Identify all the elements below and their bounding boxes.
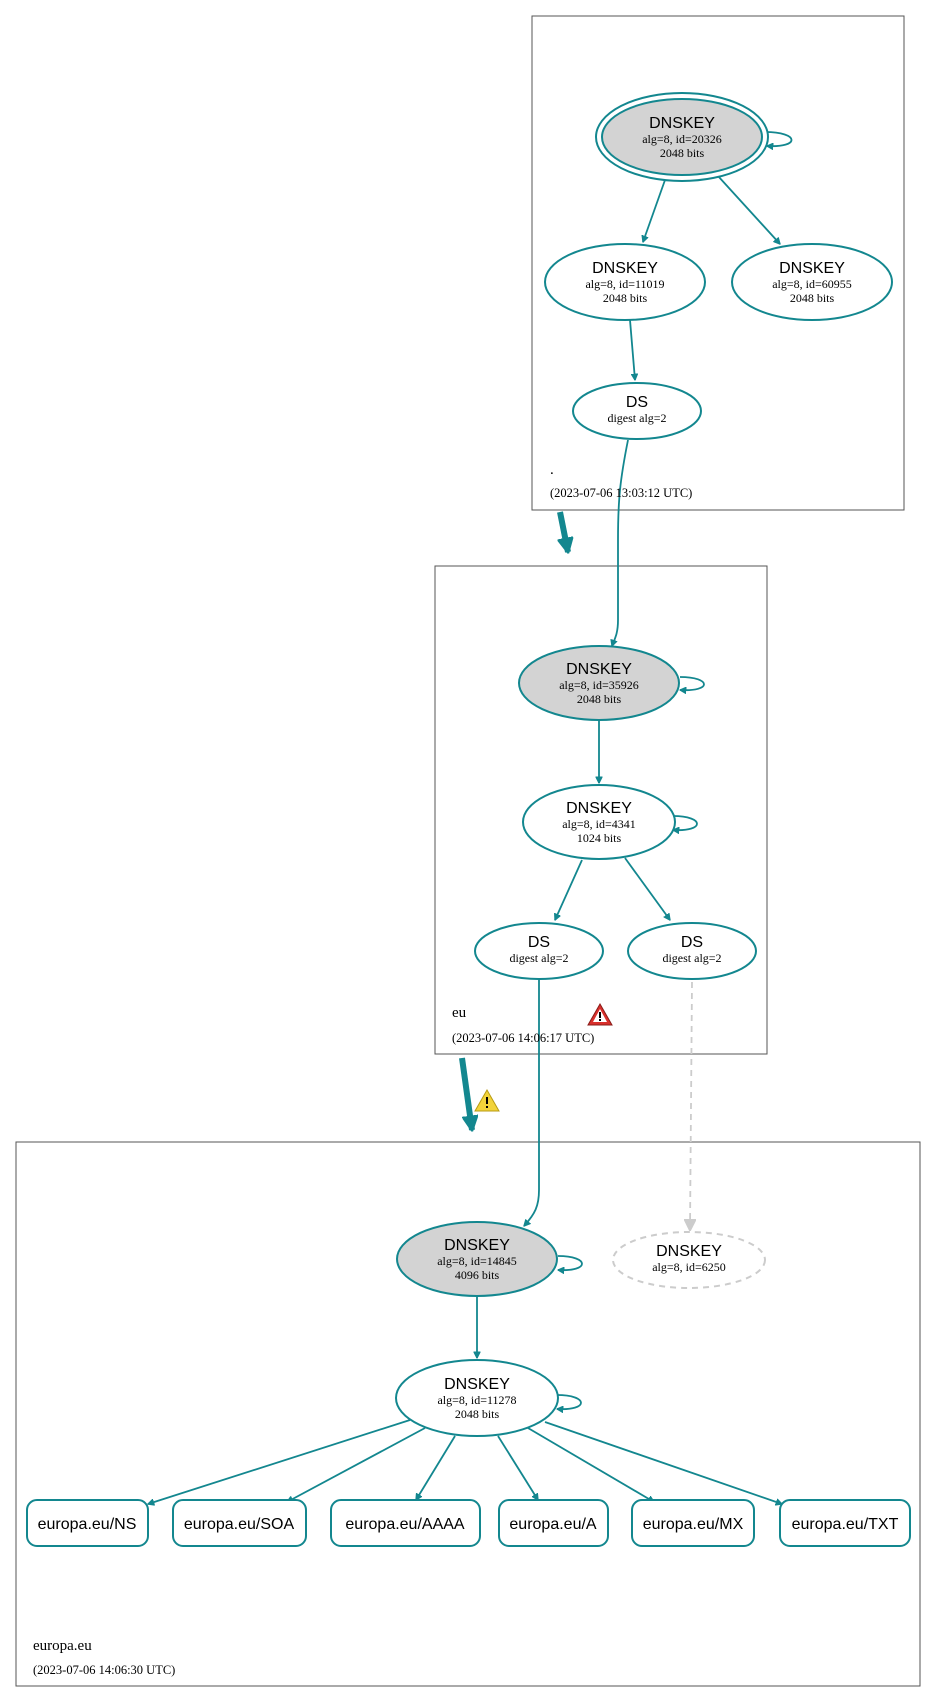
zone-eu-timestamp: (2023-07-06 14:06:17 UTC) — [452, 1031, 594, 1045]
node-detail: digest alg=2 — [607, 411, 666, 425]
edge-eu-ds2-to-missing-key — [690, 981, 692, 1230]
node-eu-ds2[interactable]: DS digest alg=2 — [627, 922, 757, 980]
node-detail: alg=8, id=6250 — [652, 1260, 726, 1274]
edge-zsk-to-aaaa — [416, 1435, 456, 1500]
node-title: DNSKEY — [444, 1376, 510, 1393]
self-edge-root-ksk — [764, 131, 793, 146]
rrset-label: europa.eu/SOA — [184, 1516, 295, 1533]
node-size: 2048 bits — [790, 291, 835, 305]
rrset-mx[interactable]: europa.eu/MX — [631, 1499, 755, 1547]
node-detail: alg=8, id=4341 — [562, 817, 636, 831]
node-root-ds[interactable]: DS digest alg=2 — [572, 382, 702, 440]
node-europa-zsk[interactable]: DNSKEY alg=8, id=11278 2048 bits — [395, 1359, 559, 1437]
zone-eu-name: eu — [452, 1005, 467, 1021]
delegation-root-to-eu — [557, 511, 568, 552]
edge-root-ds-to-eu-ksk — [612, 439, 629, 646]
rrset-label: europa.eu/MX — [643, 1516, 744, 1533]
rrset-a[interactable]: europa.eu/A — [498, 1499, 609, 1547]
node-size: 2048 bits — [577, 692, 622, 706]
node-title: DNSKEY — [566, 661, 632, 678]
node-size: 4096 bits — [455, 1268, 500, 1282]
node-title: DNSKEY — [649, 115, 715, 132]
edge-root-zsk1-to-ds — [629, 319, 635, 380]
error-icon[interactable] — [587, 1002, 613, 1026]
warning-icon[interactable] — [474, 1088, 500, 1112]
rrset-aaaa[interactable]: europa.eu/AAAA — [330, 1499, 481, 1547]
edge-root-ksk-to-zsk1 — [643, 179, 666, 242]
node-title: DNSKEY — [656, 1243, 722, 1260]
self-edge-eu-ksk — [680, 676, 705, 690]
node-size: 2048 bits — [455, 1407, 500, 1421]
node-detail: alg=8, id=11019 — [585, 277, 664, 291]
node-title: DNSKEY — [566, 800, 632, 817]
zone-root-timestamp: (2023-07-06 13:03:12 UTC) — [550, 486, 692, 500]
node-europa-missing-key[interactable]: DNSKEY alg=8, id=6250 — [612, 1231, 766, 1289]
self-edge-europa-ksk — [558, 1255, 583, 1270]
edge-root-ksk-to-zsk2 — [717, 175, 780, 244]
node-eu-zsk[interactable]: DNSKEY alg=8, id=4341 1024 bits — [522, 784, 676, 860]
edge-eu-zsk-to-ds1 — [555, 859, 583, 920]
zone-europa-timestamp: (2023-07-06 14:06:30 UTC) — [33, 1663, 175, 1677]
node-detail: alg=8, id=11278 — [437, 1393, 516, 1407]
edge-zsk-to-soa — [287, 1427, 426, 1503]
node-root-ksk[interactable]: DNSKEY alg=8, id=20326 2048 bits — [595, 92, 769, 182]
node-title: DNSKEY — [444, 1237, 510, 1254]
node-root-zsk1[interactable]: DNSKEY alg=8, id=11019 2048 bits — [544, 243, 706, 321]
rrset-label: europa.eu/AAAA — [345, 1516, 465, 1533]
node-detail: digest alg=2 — [662, 951, 721, 965]
edge-zsk-to-ns — [148, 1419, 411, 1504]
rrset-label: europa.eu/A — [509, 1516, 597, 1533]
zone-root-name: . — [550, 462, 554, 478]
node-title: DS — [528, 934, 550, 951]
rrset-txt[interactable]: europa.eu/TXT — [779, 1499, 911, 1547]
node-detail: alg=8, id=35926 — [559, 678, 639, 692]
node-title: DS — [626, 394, 648, 411]
edge-zsk-to-a — [497, 1435, 538, 1500]
edge-zsk-to-mx — [527, 1427, 654, 1503]
node-eu-ds1[interactable]: DS digest alg=2 — [474, 922, 604, 980]
rrset-label: europa.eu/NS — [38, 1516, 137, 1533]
node-detail: alg=8, id=20326 — [642, 132, 722, 146]
rrset-soa[interactable]: europa.eu/SOA — [172, 1499, 307, 1547]
self-edge-europa-zsk — [557, 1394, 582, 1409]
node-title: DNSKEY — [779, 260, 845, 277]
edge-eu-ds1-to-europa-ksk — [524, 980, 540, 1226]
node-detail: alg=8, id=60955 — [772, 277, 852, 291]
edge-zsk-to-txt — [544, 1421, 782, 1504]
rrset-ns[interactable]: europa.eu/NS — [26, 1499, 149, 1547]
node-detail: alg=8, id=14845 — [437, 1254, 517, 1268]
node-size: 2048 bits — [603, 291, 648, 305]
node-detail: digest alg=2 — [509, 951, 568, 965]
node-title: DNSKEY — [592, 260, 658, 277]
node-root-zsk2[interactable]: DNSKEY alg=8, id=60955 2048 bits — [731, 243, 893, 321]
delegation-eu-to-europa — [459, 1057, 472, 1130]
edge-eu-zsk-to-ds2 — [624, 857, 670, 920]
node-title: DS — [681, 934, 703, 951]
node-size: 2048 bits — [660, 146, 705, 160]
node-europa-ksk[interactable]: DNSKEY alg=8, id=14845 4096 bits — [396, 1221, 558, 1297]
node-size: 1024 bits — [577, 831, 622, 845]
node-eu-ksk[interactable]: DNSKEY alg=8, id=35926 2048 bits — [518, 645, 680, 721]
self-edge-eu-zsk — [673, 815, 698, 830]
zone-europa-name: europa.eu — [33, 1638, 92, 1654]
rrset-label: europa.eu/TXT — [792, 1516, 899, 1533]
